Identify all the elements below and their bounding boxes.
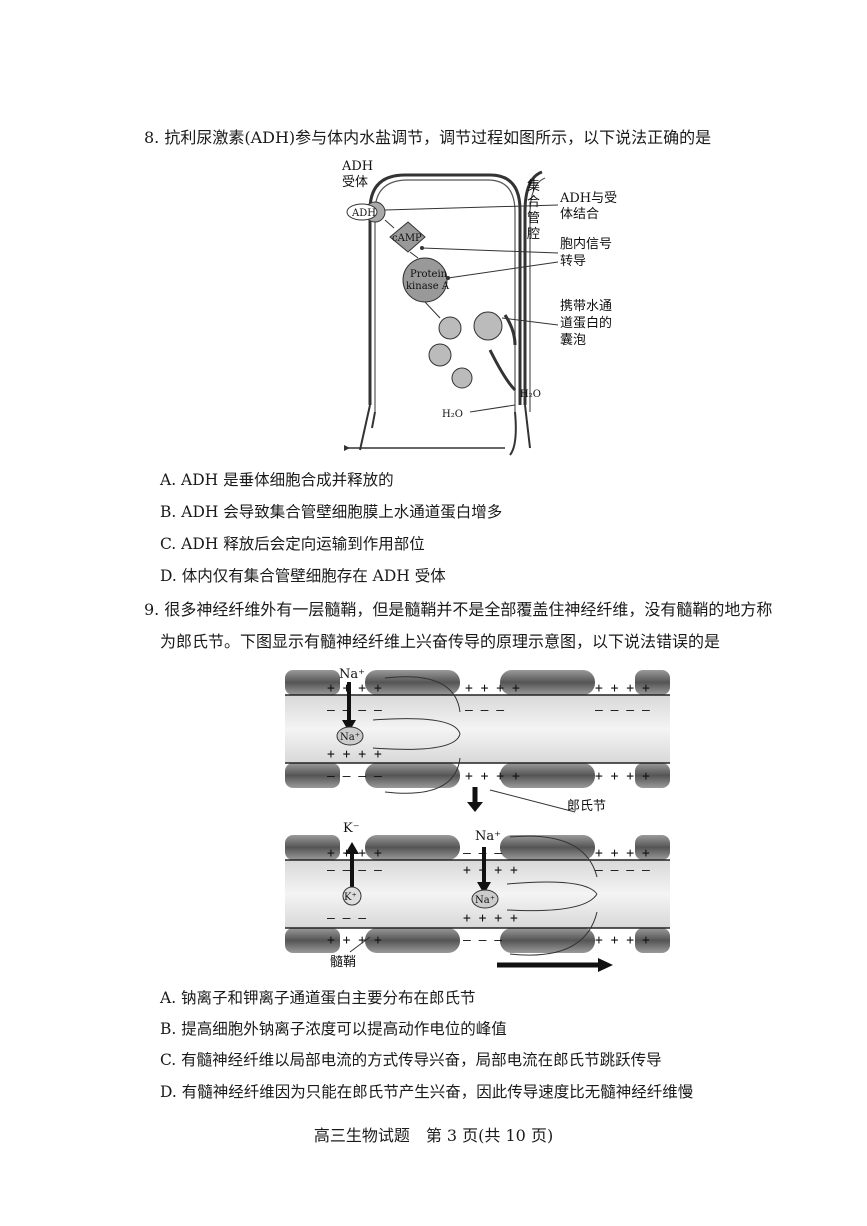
adh-label-small: ADH: [351, 208, 376, 219]
na-out-2: Na⁺: [475, 829, 501, 844]
q8-option-c: C. ADH 释放后会定向运输到作用部位: [160, 535, 425, 553]
q9-option-b: B. 提高细胞外钠离子浓度可以提高动作电位的峰值: [160, 1020, 507, 1038]
k-out: K⁻: [343, 821, 360, 836]
q9-option-d: D. 有髓神经纤维因为只能在郎氏节产生兴奋，因此传导速度比无髓神经纤维慢: [160, 1083, 694, 1101]
node-of-ranvier-label: 郎氏节: [567, 799, 606, 814]
charge-plus: + + + +: [465, 681, 520, 696]
charge-minus: – – – –: [595, 703, 650, 718]
collecting-duct-1: 集: [527, 178, 540, 194]
collecting-duct-3: 管: [527, 211, 540, 226]
h2o-right-label: H₂O: [520, 389, 541, 400]
vesicle-label-2: 道蛋白的: [560, 315, 612, 331]
na-in-1: Na⁺: [340, 732, 360, 743]
charge-plus: + + + +: [463, 911, 518, 926]
k-in: K⁺: [344, 892, 357, 903]
question-9-title: 9. 很多神经纤维外有一层髓鞘，但是髓鞘并不是全部覆盖住神经纤维，没有髓鞘的地方…: [144, 600, 773, 619]
charge-minus: – – – –: [327, 703, 382, 718]
myelin-sheath-label: 髓鞘: [330, 955, 356, 970]
charge-plus: + + + +: [327, 933, 382, 948]
charge-plus: + + + +: [595, 681, 650, 696]
question-9-title-cont: 为郎氏节。下图显示有髓神经纤维上兴奋传导的原理示意图，以下说法错误的是: [160, 632, 721, 651]
collecting-duct-4: 腔: [527, 227, 540, 242]
charge-minus: – – –: [463, 933, 502, 948]
charge-minus: – – – –: [327, 863, 382, 878]
q8-option-d: D. 体内仅有集合管壁细胞存在 ADH 受体: [160, 567, 446, 585]
camp-label: cAMP: [392, 233, 422, 244]
charge-plus: + + + +: [465, 769, 520, 784]
adh-diagram: ADH ADH 受体 cAMP Protein kinase A H₂O H₂O…: [341, 159, 617, 456]
charge-plus: + + + +: [327, 681, 382, 696]
charge-minus: – – –: [463, 846, 502, 861]
charge-plus: + + + +: [595, 769, 650, 784]
page-footer: 高三生物试题 第 3 页(共 10 页): [313, 1126, 554, 1145]
h2o-left-label: H₂O: [442, 409, 463, 420]
adh-receptor-label-1: ADH: [341, 159, 373, 174]
collecting-duct-2: 合: [527, 195, 540, 210]
question-8-title: 8. 抗利尿激素(ADH)参与体内水盐调节，调节过程如图所示，以下说法正确的是: [144, 128, 712, 147]
protein-kinase-label-1: Protein: [410, 269, 448, 280]
signal-label-2: 转导: [560, 254, 586, 269]
binding-label-1: ADH与受: [559, 191, 617, 206]
na-in-2: Na⁺: [475, 895, 495, 906]
charge-plus: + + + +: [327, 747, 382, 762]
charge-plus: + + + +: [595, 846, 650, 861]
charge-plus: + + + +: [595, 933, 650, 948]
q8-option-a: A. ADH 是垂体细胞合成并释放的: [160, 471, 394, 489]
charge-minus: – – –: [465, 703, 504, 718]
q9-option-a: A. 钠离子和钾离子通道蛋白主要分布在郎氏节: [160, 989, 476, 1007]
vesicle-label-3: 囊泡: [560, 332, 586, 348]
myelinated-fiber-diagram: Na⁺ Na⁺ + + + + – – – – + + + + – – – + …: [285, 667, 670, 972]
adh-receptor-label-2: 受体: [342, 175, 368, 190]
charge-plus: + + + +: [327, 846, 382, 861]
signal-label-1: 胞内信号: [560, 236, 612, 252]
binding-label-2: 体结合: [560, 207, 599, 222]
protein-kinase-label-2: kinase A: [406, 281, 450, 292]
na-out-1: Na⁺: [339, 667, 365, 682]
charge-minus: – – –: [327, 911, 366, 926]
q8-option-b: B. ADH 会导致集合管壁细胞膜上水通道蛋白增多: [160, 503, 503, 521]
charge-plus: + + + +: [463, 863, 518, 878]
q9-option-c: C. 有髓神经纤维以局部电流的方式传导兴奋，局部电流在郎氏节跳跃传导: [160, 1051, 662, 1069]
charge-minus: – – – –: [595, 863, 650, 878]
vesicle-label-1: 携带水通: [560, 298, 612, 314]
charge-minus: – – – –: [327, 769, 382, 784]
